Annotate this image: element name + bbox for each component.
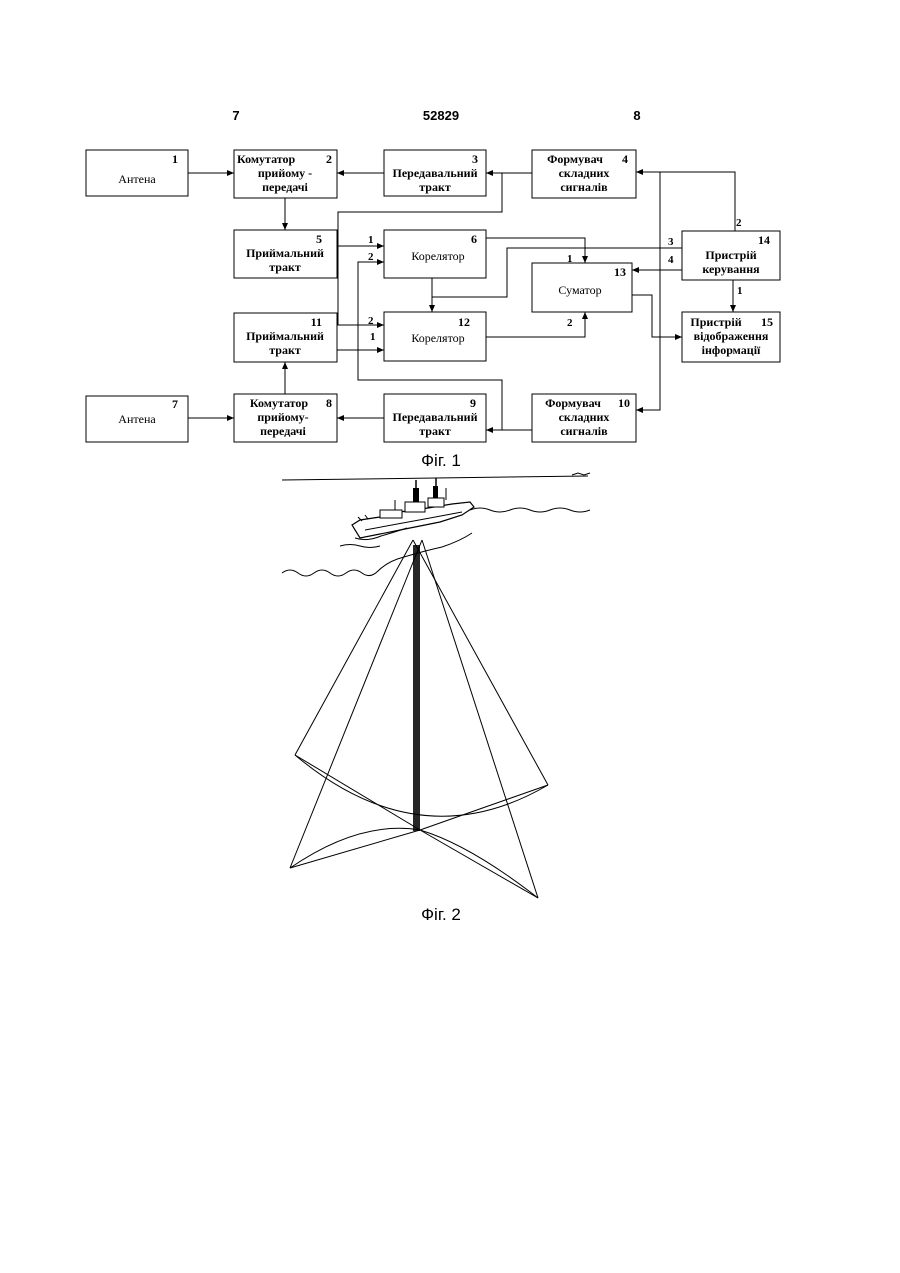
sea-surface-wave bbox=[282, 533, 472, 576]
svg-text:1: 1 bbox=[172, 152, 178, 166]
svg-text:керування: керування bbox=[702, 262, 760, 276]
svg-text:14: 14 bbox=[758, 233, 770, 247]
svg-text:сигналів: сигналів bbox=[560, 180, 608, 194]
svg-text:тракт: тракт bbox=[269, 260, 301, 274]
svg-text:тракт: тракт bbox=[419, 180, 451, 194]
svg-text:2: 2 bbox=[368, 251, 374, 263]
svg-text:2: 2 bbox=[567, 317, 573, 329]
svg-text:передачі: передачі bbox=[262, 180, 308, 194]
svg-text:Приймальний: Приймальний bbox=[246, 329, 324, 343]
ship-icon bbox=[340, 478, 474, 548]
svg-text:Корелятор: Корелятор bbox=[411, 249, 464, 263]
svg-text:прийому-: прийому- bbox=[257, 410, 308, 424]
svg-text:Формувач: Формувач bbox=[545, 396, 601, 410]
svg-text:4: 4 bbox=[622, 152, 628, 166]
svg-text:передачі: передачі bbox=[260, 424, 306, 438]
block-7-antenna: 7 Антена bbox=[86, 396, 188, 442]
block-9-transmit-path: 9 Передавальний тракт bbox=[384, 394, 486, 442]
sea-surface-wave-right bbox=[470, 508, 590, 512]
svg-text:Пристрій: Пристрій bbox=[690, 315, 741, 329]
svg-text:Корелятор: Корелятор bbox=[411, 331, 464, 345]
svg-text:Приймальний: Приймальний bbox=[246, 246, 324, 260]
horizon-line bbox=[282, 476, 588, 480]
svg-text:3: 3 bbox=[668, 236, 674, 248]
svg-text:складних: складних bbox=[559, 410, 610, 424]
block-12-correlator: 12 Корелятор bbox=[384, 312, 486, 361]
svg-text:13: 13 bbox=[614, 265, 626, 279]
block-8-switch: Комутатор 8 прийому- передачі bbox=[234, 394, 337, 442]
svg-text:тракт: тракт bbox=[419, 424, 451, 438]
svg-text:Комутатор: Комутатор bbox=[250, 396, 309, 410]
connection-lines bbox=[188, 172, 735, 430]
svg-text:11: 11 bbox=[311, 315, 322, 329]
svg-text:Суматор: Суматор bbox=[558, 283, 601, 297]
svg-text:Антена: Антена bbox=[118, 412, 156, 426]
svg-text:5: 5 bbox=[316, 232, 322, 246]
svg-text:1: 1 bbox=[737, 285, 743, 297]
figure-2-caption: Фіг. 2 bbox=[421, 905, 461, 924]
svg-text:15: 15 bbox=[761, 315, 773, 329]
sonar-beams bbox=[290, 540, 548, 898]
svg-text:12: 12 bbox=[458, 315, 470, 329]
svg-text:Передавальний: Передавальний bbox=[393, 166, 478, 180]
svg-text:Передавальний: Передавальний bbox=[393, 410, 478, 424]
svg-text:8: 8 bbox=[326, 396, 332, 410]
svg-text:сигналів: сигналів bbox=[560, 424, 608, 438]
svg-text:1: 1 bbox=[370, 331, 376, 343]
horizon-wave bbox=[572, 473, 590, 475]
ship-sonar-illustration: Фіг. 2 bbox=[282, 473, 590, 924]
svg-text:9: 9 bbox=[470, 396, 476, 410]
svg-text:Формувач: Формувач bbox=[547, 152, 603, 166]
svg-text:10: 10 bbox=[618, 396, 630, 410]
svg-text:4: 4 bbox=[668, 254, 674, 266]
svg-text:Пристрій: Пристрій bbox=[705, 248, 756, 262]
svg-text:Комутатор: Комутатор bbox=[237, 152, 296, 166]
figure-1-caption: Фіг. 1 bbox=[421, 451, 461, 470]
svg-text:2: 2 bbox=[368, 315, 374, 327]
svg-text:6: 6 bbox=[471, 232, 477, 246]
page-number-right: 8 bbox=[633, 108, 640, 123]
block-diagram: 1 Антена Комутатор 2 прийому - передачі … bbox=[86, 150, 780, 470]
svg-text:прийому -: прийому - bbox=[258, 166, 312, 180]
block-3-transmit-path: 3 Передавальний тракт bbox=[384, 150, 486, 196]
block-5-receive-path: 5 Приймальний тракт bbox=[234, 230, 337, 278]
block-14-control-unit: 14 Пристрій керування bbox=[682, 231, 780, 280]
block-11-receive-path: 11 Приймальний тракт bbox=[234, 313, 337, 362]
page-number-left: 7 bbox=[232, 108, 239, 123]
block-6-correlator: 6 Корелятор bbox=[384, 230, 486, 278]
svg-text:2: 2 bbox=[326, 152, 332, 166]
block-10-signal-former: Формувач 10 складних сигналів bbox=[532, 394, 636, 442]
svg-text:Антена: Антена bbox=[118, 172, 156, 186]
svg-text:1: 1 bbox=[567, 253, 573, 265]
block-4-signal-former: Формувач 4 складних сигналів bbox=[532, 150, 636, 198]
patent-number: 52829 bbox=[423, 108, 459, 123]
svg-text:складних: складних bbox=[559, 166, 610, 180]
svg-text:інформації: інформації bbox=[702, 343, 761, 357]
svg-text:тракт: тракт bbox=[269, 343, 301, 357]
svg-text:відображення: відображення bbox=[694, 329, 769, 343]
block-15-display-unit: Пристрій 15 відображення інформації bbox=[682, 312, 780, 362]
block-13-summator: 13 Суматор bbox=[532, 263, 632, 312]
svg-text:3: 3 bbox=[472, 152, 478, 166]
block-1-antenna: 1 Антена bbox=[86, 150, 188, 196]
svg-text:1: 1 bbox=[368, 234, 374, 246]
block-2-switch: Комутатор 2 прийому - передачі bbox=[234, 150, 337, 198]
svg-text:2: 2 bbox=[736, 217, 742, 229]
svg-text:7: 7 bbox=[172, 397, 178, 411]
